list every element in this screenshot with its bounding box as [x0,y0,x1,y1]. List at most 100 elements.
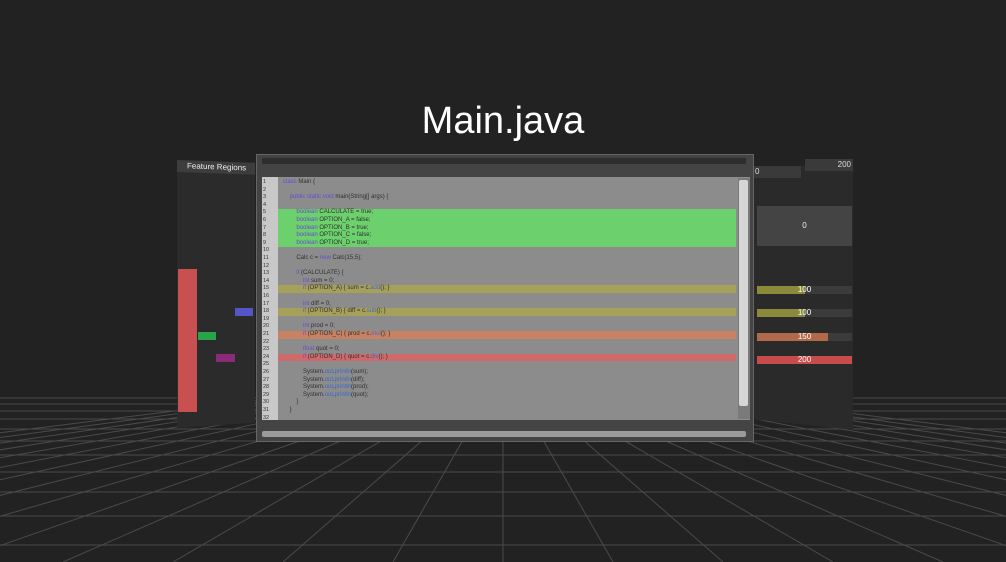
code-text: System.out.println(diff); [283,376,365,383]
line-number: 5 [263,209,267,216]
code-line[interactable]: 25 [262,361,736,369]
line-number: 17 [263,300,270,307]
metrics-axis: 0 200 [753,159,853,178]
file-title: Main.java [421,100,585,142]
code-line[interactable]: 14 int sum = 0; [262,278,736,286]
code-line[interactable]: 20 int prod = 0; [262,323,736,331]
line-number: 32 [263,414,270,420]
code-line[interactable]: 32 [262,415,736,420]
line-number: 1 [263,179,267,185]
code-line[interactable]: 28 System.out.println(prod); [262,384,736,392]
metric-bar [757,286,805,294]
code-line[interactable]: 7 boolean OPTION_B = true; [263,224,736,233]
metric-label: 150 [797,332,812,341]
metric-bar [757,333,829,341]
line-number: 21 [263,331,270,337]
feature-region-bar-green[interactable] [198,332,216,340]
line-number: 4 [263,201,267,208]
code-line[interactable]: 13 if (CALCULATE) { [262,270,736,278]
feature-region-bar-blue[interactable] [235,308,253,316]
code-text: Calc c = new Calc(15,5); [283,255,362,261]
code-line[interactable]: 12 [262,263,736,271]
code-text: float quot = 0; [303,346,340,353]
code-line[interactable]: 18 if (OPTION_B) { diff = c.sub(); } [263,308,736,316]
code-text: int prod = 0; [303,323,335,330]
code-line[interactable]: 5 boolean CALCULATE = true; [263,209,736,217]
metric-row[interactable]: 200 [757,355,852,364]
code-text: if (OPTION_A) { sum = c.add(); } [303,285,390,292]
code-line[interactable]: 26 System.out.println(sum); [262,369,736,377]
metric-row[interactable]: 100 [757,308,852,317]
code-text: if (CALCULATE) { [296,270,344,277]
line-number: 30 [263,399,270,406]
code-text: boolean CALCULATE = true; [296,209,374,216]
zero-region-box: 0 [757,206,852,246]
feature-region-bar-red[interactable] [178,269,197,412]
feature-region-bar-purple[interactable] [216,354,235,362]
code-line[interactable]: 6 boolean OPTION_A = false; [263,217,736,225]
line-number: 15 [263,285,270,292]
line-number: 13 [263,270,270,277]
editor-top-bar[interactable] [262,158,746,164]
line-number: 2 [263,186,267,193]
code-line[interactable]: 27 System.out.println(diff); [262,377,736,385]
line-number: 27 [263,376,270,383]
line-number: 31 [263,407,270,413]
code-text: boolean OPTION_D = true; [296,239,369,246]
code-line[interactable]: 31 } [262,407,736,415]
code-line[interactable]: 2 [262,187,736,195]
line-number: 23 [263,346,270,353]
code-text: if (OPTION_C) { prod = c.mul(); } [303,331,391,337]
code-line[interactable]: 9 boolean OPTION_D = true; [263,239,736,248]
metric-track [757,286,852,294]
line-number: 29 [263,391,270,398]
line-number: 6 [263,217,267,223]
editor-bottom-bar[interactable] [262,431,746,437]
code-text: int sum = 0; [303,277,335,284]
line-number: 12 [263,262,270,269]
code-line[interactable]: 29 System.out.println(quot); [262,392,736,400]
code-line[interactable]: 17 int diff = 0; [262,301,736,309]
editor-scrollbar-thumb[interactable] [739,180,748,406]
code-line[interactable]: 4 [262,202,736,210]
code-text: System.out.println(sum); [283,369,369,375]
code-line[interactable]: 3 public static void main(String[] args)… [262,194,736,202]
code-line[interactable]: 15 if (OPTION_A) { sum = c.add(); } [263,285,736,293]
code-line[interactable]: 22 [262,339,736,347]
metric-row[interactable]: 100 [757,285,852,294]
line-number: 11 [263,255,269,261]
metric-row[interactable]: 150 [757,332,852,341]
code-text: System.out.println(prod); [283,384,369,391]
line-number: 8 [263,232,267,239]
code-text: public static void main(String[] args) { [289,194,389,201]
metric-track [757,309,852,317]
metric-bar [757,356,852,364]
code-text: } [283,399,299,406]
metric-label: 100 [797,285,812,294]
code-text: boolean OPTION_A = false; [296,217,371,223]
metric-bar [757,309,805,317]
code-line[interactable]: 10 [262,247,736,255]
line-number: 22 [263,338,270,345]
code-line[interactable]: 8 boolean OPTION_C = false; [263,232,736,240]
line-number: 20 [263,323,270,330]
line-number: 19 [263,315,270,322]
line-number: 26 [263,369,270,375]
code-line[interactable]: 23 float quot = 0; [262,346,736,354]
code-line[interactable]: 19 [262,316,736,324]
code-text: boolean OPTION_C = false; [296,232,372,239]
code-line[interactable]: 21 if (OPTION_C) { prod = c.mul(); } [263,331,736,339]
code-text: boolean OPTION_B = true; [296,224,369,231]
code-line[interactable]: 16 [262,293,736,301]
code-line[interactable]: 24 if (OPTION_D) { quot = c.div(); } [263,353,736,362]
code-line[interactable]: 11 Calc c = new Calc(15,5); [262,255,736,263]
code-text: if (OPTION_D) { quot = c.div(); } [303,353,388,360]
code-line[interactable]: 30 } [262,399,736,407]
line-number: 25 [263,361,270,368]
line-number: 7 [263,224,267,231]
line-number: 10 [263,247,270,254]
line-number: 9 [263,239,267,246]
line-number: 14 [263,277,270,284]
